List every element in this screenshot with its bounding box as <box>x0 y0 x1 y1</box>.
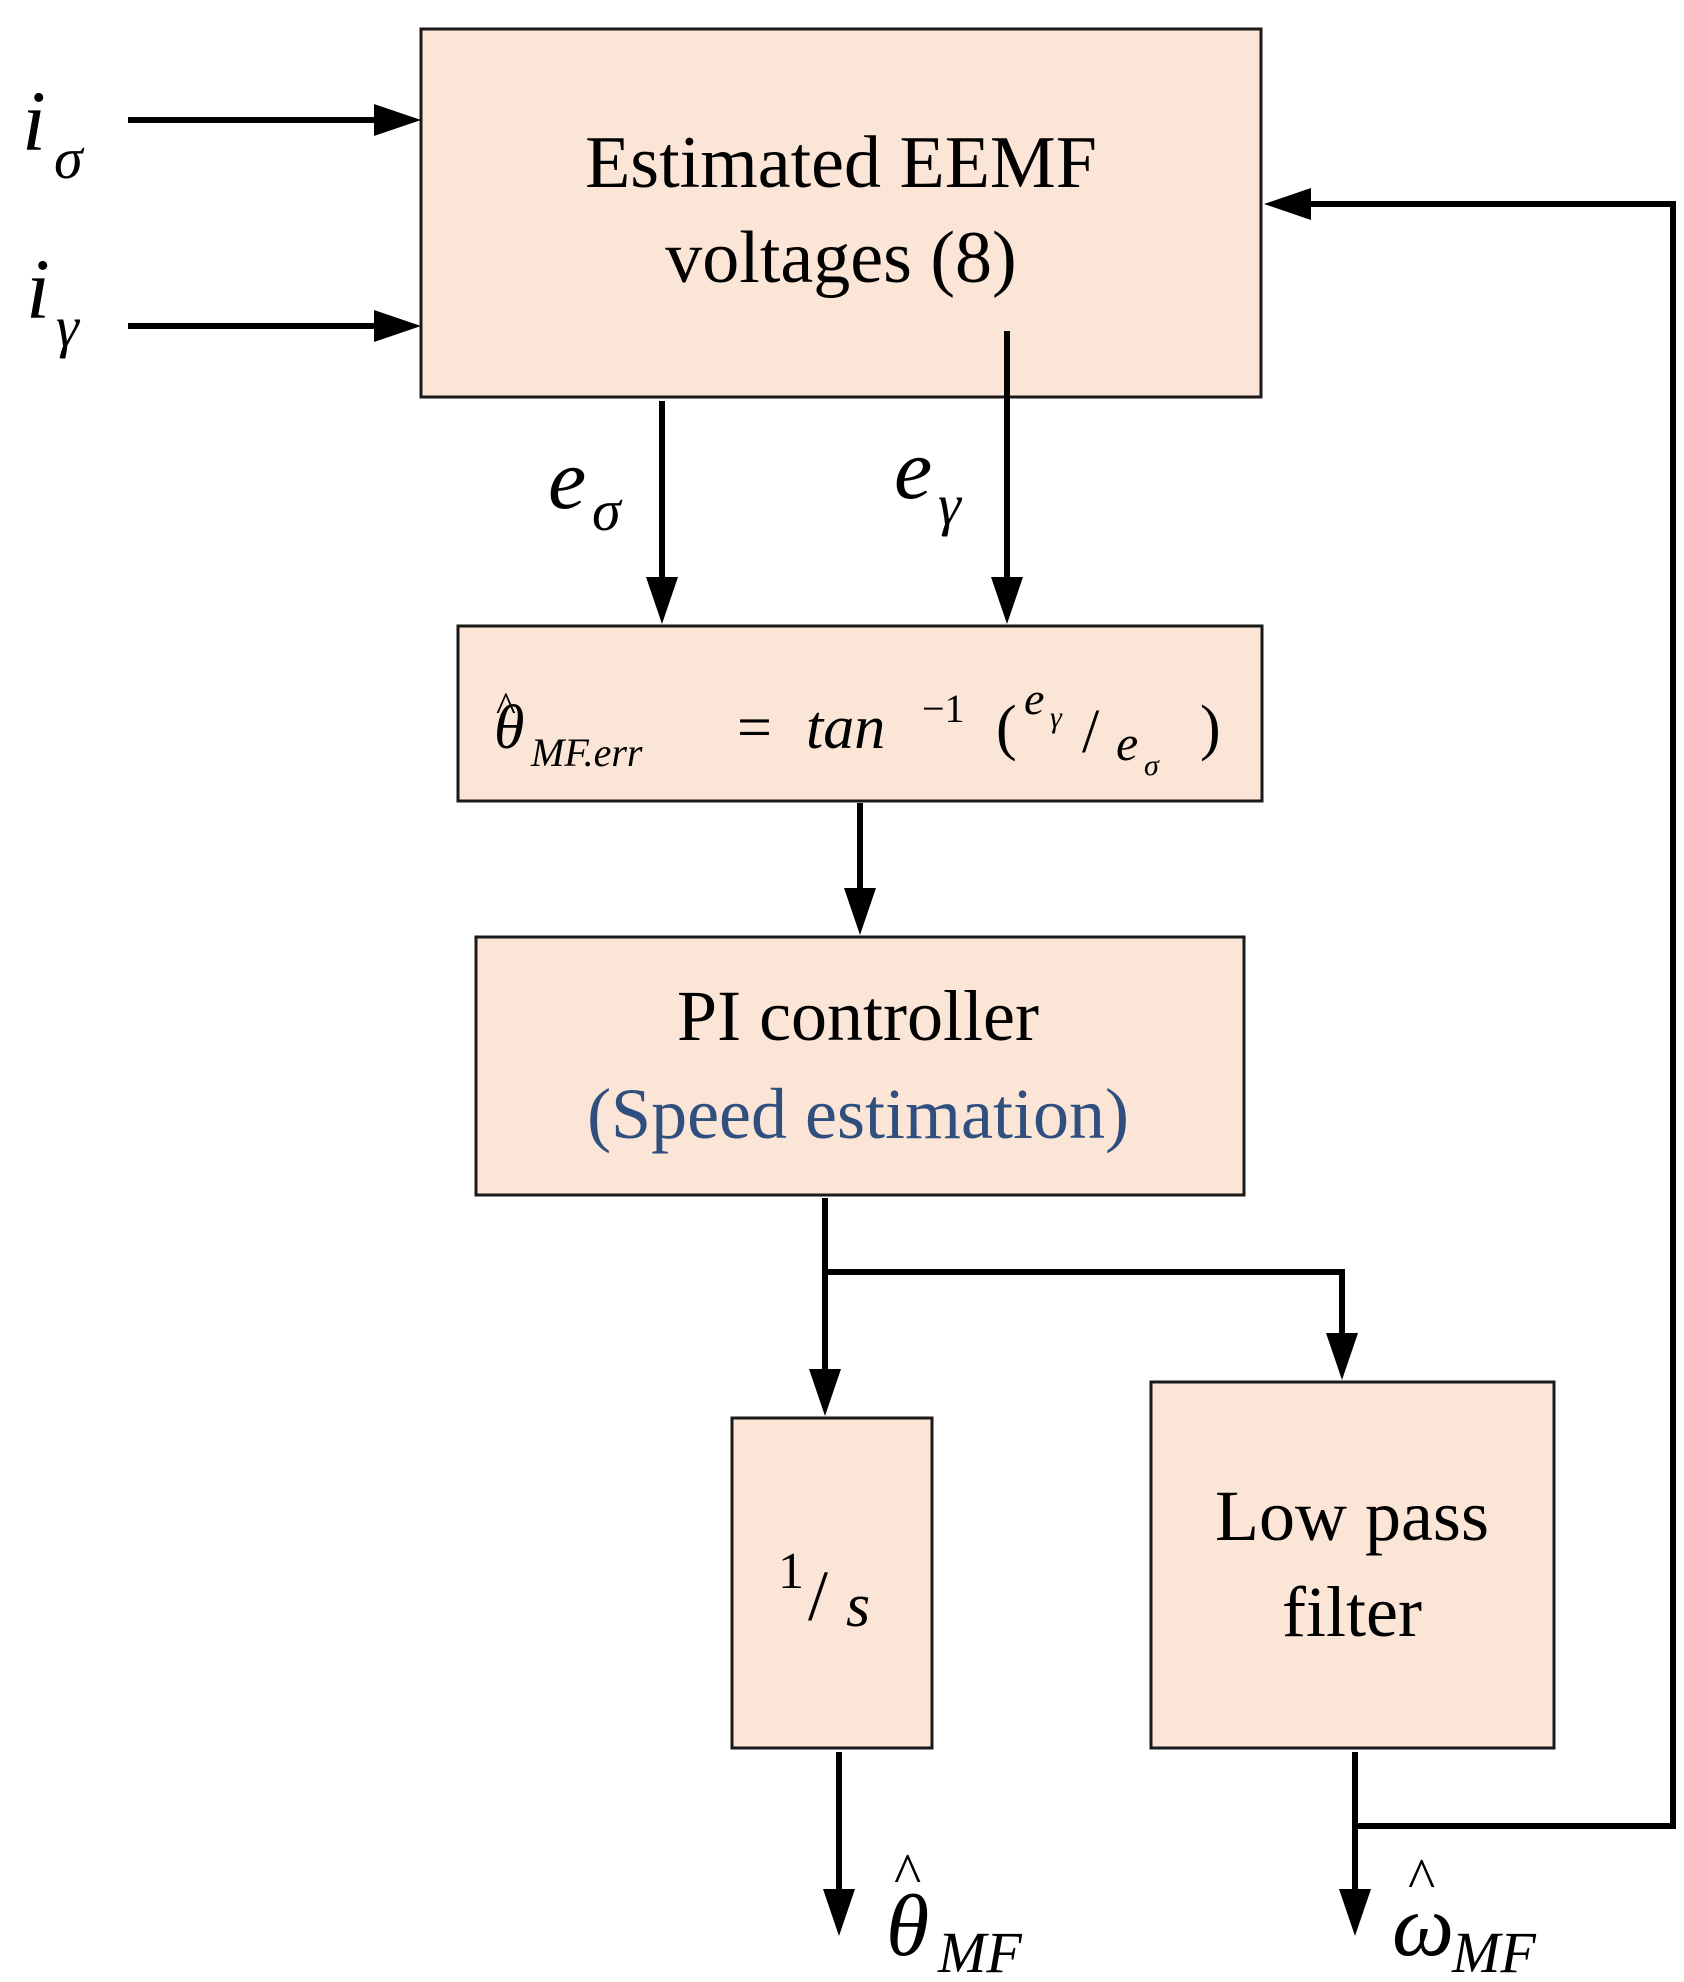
integrator-numerator: 1 <box>778 1543 804 1600</box>
i-sigma-label: i σ <box>22 73 85 191</box>
eemf-block-equation-ref: voltages (8) <box>665 217 1016 299</box>
theta-mf-label: θ ^ MF <box>886 1841 1022 1982</box>
pi-controller-block <box>474 935 1246 1197</box>
e-gamma-base: e <box>894 421 932 517</box>
integrator-fraction: 1 / s <box>778 1543 870 1640</box>
pi-block-title: PI controller <box>677 976 1039 1056</box>
error-to-pi-arrowhead <box>844 888 876 935</box>
open-paren: ( <box>996 694 1017 762</box>
e-gamma-arrowhead <box>991 577 1023 624</box>
theta-mf-hat: ^ <box>894 1841 921 1906</box>
omega-mf-hat: ^ <box>1408 1846 1435 1911</box>
e-gamma-subscript: γ <box>938 472 963 537</box>
i-gamma-subscript: γ <box>56 294 81 359</box>
pi-to-integrator-arrowhead <box>809 1369 841 1416</box>
e-gamma-label: e γ <box>894 421 963 537</box>
pi-block-note: (Speed estimation) <box>587 1074 1129 1154</box>
e-sigma-subscript: σ <box>592 478 623 543</box>
i-sigma-subscript: σ <box>54 126 85 191</box>
i-sigma-arrowhead <box>374 104 421 136</box>
pi-to-lpf-wire <box>825 1269 1345 1338</box>
omega-output-arrowhead <box>1339 1889 1371 1936</box>
eemf-estimator-block <box>419 27 1263 399</box>
integrator-block <box>730 1416 934 1750</box>
i-gamma-base: i <box>26 241 50 337</box>
theta-error-subscript: MF.err <box>530 730 643 775</box>
omega-mf-subscript: MF <box>1451 1920 1536 1982</box>
ratio-denominator-subscript: σ <box>1144 749 1160 782</box>
ratio-numerator-subscript: γ <box>1050 701 1063 734</box>
angle-error-equation: θ ^ MF.err = tan −1 ( e γ / e σ ) <box>494 673 1221 782</box>
lpf-block-title: Low pass <box>1215 1476 1489 1556</box>
e-sigma-label: e σ <box>548 431 623 543</box>
pi-to-lpf-arrowhead <box>1326 1333 1358 1380</box>
ratio-denominator: e <box>1116 715 1138 771</box>
integrator-slash: / <box>808 1556 828 1636</box>
integrator-denominator: s <box>846 1572 870 1640</box>
arctan-power: −1 <box>922 686 965 731</box>
speed-feedback-wire <box>1309 201 1676 1829</box>
theta-error-symbol: θ <box>494 694 524 762</box>
ratio-slash: / <box>1082 698 1100 766</box>
low-pass-filter-block <box>1149 1380 1556 1750</box>
angle-error-block <box>456 624 1264 803</box>
i-gamma-arrowhead <box>374 310 421 342</box>
omega-mf-label: ω ^ MF <box>1392 1846 1536 1982</box>
equals-sign: = <box>737 694 772 762</box>
e-sigma-arrowhead <box>646 577 678 624</box>
lpf-block-title-line2: filter <box>1282 1572 1422 1652</box>
theta-error-hat: ^ <box>496 685 516 731</box>
ratio-numerator: e <box>1024 673 1044 724</box>
theta-output-arrowhead <box>823 1889 855 1936</box>
i-gamma-label: i γ <box>26 241 81 359</box>
e-sigma-base: e <box>548 431 586 527</box>
theta-mf-base: θ <box>886 1878 929 1975</box>
theta-mf-subscript: MF <box>937 1920 1022 1982</box>
close-paren: ) <box>1200 694 1221 762</box>
omega-mf-base: ω <box>1392 1878 1454 1975</box>
feedback-arrowhead <box>1264 188 1311 220</box>
eemf-block-title: Estimated EEMF <box>585 122 1097 204</box>
i-sigma-base: i <box>22 73 46 169</box>
arctan-function: tan <box>806 694 885 762</box>
